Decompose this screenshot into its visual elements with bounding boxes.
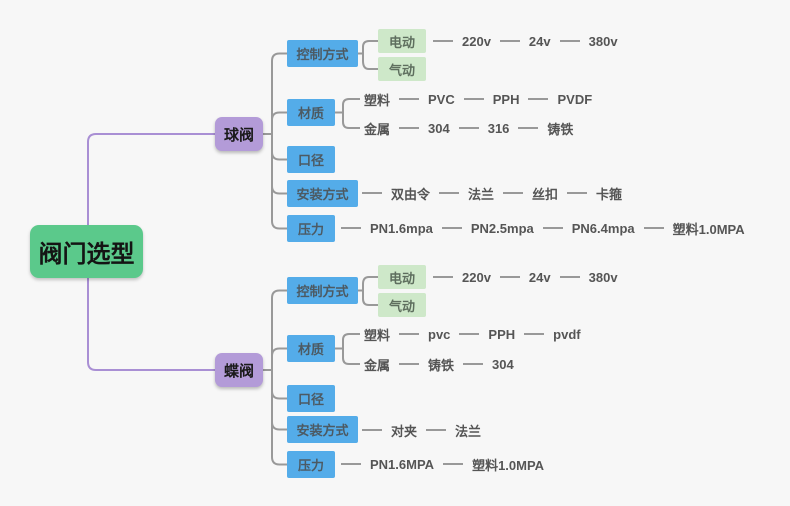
connector-line bbox=[503, 192, 524, 194]
butterfly-pressure-chain: PN1.6MPA 塑料1.0MPA bbox=[341, 455, 544, 473]
connector-line bbox=[341, 463, 361, 465]
connector-line bbox=[426, 429, 447, 431]
ball-pressure-pn16[interactable]: PN1.6mpa bbox=[370, 220, 433, 236]
ball-voltage-220v[interactable]: 220v bbox=[462, 33, 491, 49]
butterfly-pressure-pn16[interactable]: PN1.6MPA bbox=[370, 456, 435, 472]
ball-installation-node[interactable]: 安装方式 bbox=[287, 180, 358, 207]
butterfly-plastic-pvdf[interactable]: pvdf bbox=[553, 326, 581, 342]
ball-plastic-chain: 塑料 PVC PPH PVDF bbox=[364, 90, 592, 108]
ball-install-union[interactable]: 双由令 bbox=[391, 186, 431, 202]
connector-line bbox=[518, 127, 539, 129]
butterfly-metal-cast-iron[interactable]: 铸铁 bbox=[428, 357, 455, 373]
connector-line bbox=[463, 363, 484, 365]
connector-line bbox=[399, 333, 420, 335]
connector-line bbox=[433, 276, 453, 278]
butterfly-voltage-380v[interactable]: 380v bbox=[588, 269, 618, 285]
ball-material-node[interactable]: 材质 bbox=[287, 99, 335, 126]
ball-metal-316[interactable]: 316 bbox=[487, 120, 510, 136]
connector-line bbox=[362, 429, 382, 431]
butterfly-voltage-220v[interactable]: 220v bbox=[462, 269, 491, 285]
ball-material-metal[interactable]: 金属 bbox=[364, 121, 391, 137]
connector-line bbox=[362, 192, 382, 194]
ball-pressure-plastic10[interactable]: 塑料1.0MPA bbox=[672, 221, 745, 237]
butterfly-plastic-pvc[interactable]: pvc bbox=[428, 326, 451, 342]
connector-line bbox=[559, 276, 580, 278]
connector-line bbox=[528, 98, 549, 100]
connector-line bbox=[459, 333, 480, 335]
ball-metal-cast-iron[interactable]: 铸铁 bbox=[547, 121, 574, 137]
ball-electric-node[interactable]: 电动 bbox=[378, 29, 426, 53]
connector-line bbox=[399, 98, 420, 100]
butterfly-pressure-plastic10[interactable]: 塑料1.0MPA bbox=[472, 457, 545, 473]
butterfly-metal-304[interactable]: 304 bbox=[492, 356, 514, 372]
connector-line bbox=[443, 463, 464, 465]
butterfly-metal-chain: 金属 铸铁 304 bbox=[364, 355, 514, 373]
ball-pressure-pn25[interactable]: PN2.5mpa bbox=[470, 220, 534, 236]
root-branch-connector bbox=[87, 133, 215, 371]
ball-valve-connectors bbox=[263, 40, 378, 230]
butterfly-electric-node[interactable]: 电动 bbox=[378, 265, 426, 289]
butterfly-material-plastic[interactable]: 塑料 bbox=[364, 327, 391, 343]
butterfly-valve-connectors bbox=[263, 276, 378, 466]
connector-line bbox=[567, 192, 588, 194]
ball-install-clamp[interactable]: 卡箍 bbox=[596, 186, 623, 202]
connector-line bbox=[399, 127, 420, 129]
ball-voltage-chain: 220v 24v 380v bbox=[433, 32, 618, 50]
connector-line bbox=[439, 192, 460, 194]
butterfly-material-node[interactable]: 材质 bbox=[287, 335, 335, 362]
butterfly-install-wafer[interactable]: 对夹 bbox=[391, 423, 418, 439]
ball-pneumatic-node[interactable]: 气动 bbox=[378, 57, 426, 81]
ball-control-method-node[interactable]: 控制方式 bbox=[287, 40, 358, 67]
ball-pressure-pn64[interactable]: PN6.4mpa bbox=[571, 220, 635, 236]
ball-diameter-node[interactable]: 口径 bbox=[287, 146, 335, 173]
butterfly-material-metal[interactable]: 金属 bbox=[364, 357, 391, 373]
butterfly-diameter-node[interactable]: 口径 bbox=[287, 385, 335, 412]
connector-line bbox=[499, 276, 520, 278]
ball-voltage-380v[interactable]: 380v bbox=[588, 33, 618, 49]
butterfly-plastic-pph[interactable]: PPH bbox=[488, 326, 516, 342]
connector-line bbox=[463, 98, 484, 100]
ball-install-thread[interactable]: 丝扣 bbox=[532, 186, 559, 202]
butterfly-pneumatic-node[interactable]: 气动 bbox=[378, 293, 426, 317]
connector-line bbox=[341, 227, 361, 229]
connector-line bbox=[399, 363, 420, 365]
root-node-valve-selection[interactable]: 阀门选型 bbox=[30, 225, 143, 278]
butterfly-voltage-24v[interactable]: 24v bbox=[528, 269, 551, 285]
butterfly-installation-node[interactable]: 安装方式 bbox=[287, 416, 358, 443]
ball-install-flange[interactable]: 法兰 bbox=[468, 186, 495, 202]
butterfly-install-flange[interactable]: 法兰 bbox=[455, 423, 482, 439]
ball-plastic-pvdf[interactable]: PVDF bbox=[557, 91, 593, 107]
connector-line bbox=[433, 40, 453, 42]
connector-line bbox=[559, 40, 580, 42]
butterfly-pressure-node[interactable]: 压力 bbox=[287, 451, 335, 478]
ball-metal-chain: 金属 304 316 铸铁 bbox=[364, 119, 573, 137]
connector-line bbox=[499, 40, 520, 42]
butterfly-voltage-chain: 220v 24v 380v bbox=[433, 268, 618, 286]
ball-voltage-24v[interactable]: 24v bbox=[528, 33, 551, 49]
connector-line bbox=[441, 227, 462, 229]
butterfly-plastic-chain: 塑料 pvc PPH pvdf bbox=[364, 325, 581, 343]
ball-pressure-chain: PN1.6mpa PN2.5mpa PN6.4mpa 塑料1.0MPA bbox=[341, 219, 745, 237]
ball-metal-304[interactable]: 304 bbox=[428, 120, 450, 136]
ball-plastic-pvc[interactable]: PVC bbox=[428, 91, 455, 107]
connector-line bbox=[542, 227, 563, 229]
ball-installation-chain: 双由令 法兰 丝扣 卡箍 bbox=[362, 184, 622, 202]
connector-line bbox=[458, 127, 479, 129]
connector-line bbox=[524, 333, 545, 335]
ball-material-plastic[interactable]: 塑料 bbox=[364, 92, 391, 108]
ball-plastic-pph[interactable]: PPH bbox=[492, 91, 520, 107]
branch-node-butterfly-valve[interactable]: 蝶阀 bbox=[215, 353, 263, 387]
branch-node-ball-valve[interactable]: 球阀 bbox=[215, 117, 263, 151]
butterfly-installation-chain: 对夹 法兰 bbox=[362, 421, 481, 439]
ball-pressure-node[interactable]: 压力 bbox=[287, 215, 335, 242]
butterfly-control-method-node[interactable]: 控制方式 bbox=[287, 277, 358, 304]
connector-line bbox=[643, 227, 664, 229]
